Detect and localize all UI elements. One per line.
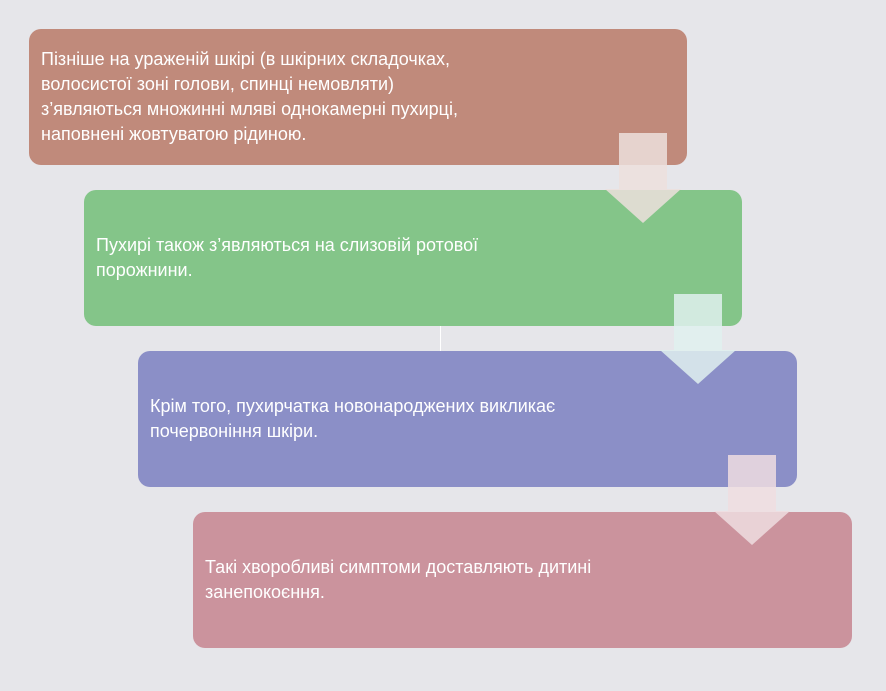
- down-arrow-icon: [605, 133, 681, 223]
- divider-line: [440, 326, 441, 351]
- step-3-text: Крім того, пухирчатка новонароджених вик…: [150, 396, 556, 441]
- step-2-text: Пухирі також з’являються на слизовій рот…: [96, 235, 479, 280]
- step-4-text: Такі хворобливі симптоми доставляють дит…: [205, 557, 592, 602]
- step-1-text: Пізніше на ураженій шкірі (в шкірних скл…: [41, 49, 458, 144]
- down-arrow-icon: [660, 294, 736, 384]
- down-arrow-icon: [714, 455, 790, 545]
- step-1-box: Пізніше на ураженій шкірі (в шкірних скл…: [29, 29, 687, 165]
